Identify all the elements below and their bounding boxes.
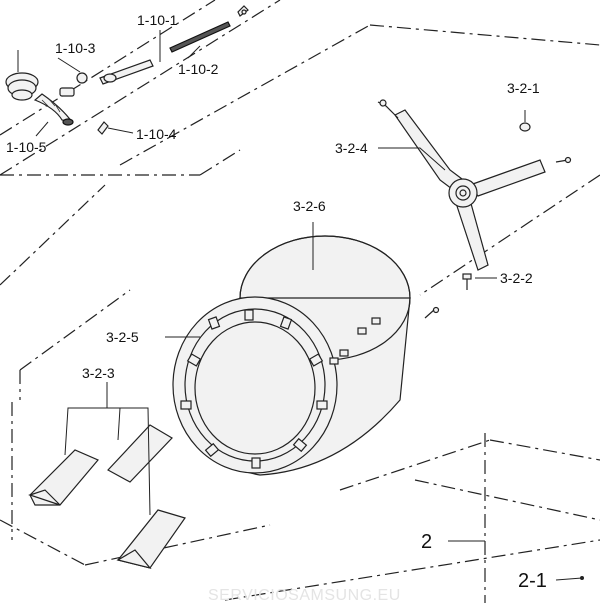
part-labels: 1-10-1 1-10-2 1-10-3 1-10-4 1-10-5 3-2-1… — [6, 12, 547, 592]
label-3-2-1: 3-2-1 — [507, 80, 540, 96]
label-1-10-2: 1-10-2 — [178, 61, 219, 77]
watermark-text: SERVICIOSAMSUNG.EU — [208, 587, 401, 603]
label-2-1: 2-1 — [518, 570, 547, 592]
label-1-10-4: 1-10-4 — [136, 126, 177, 142]
label-2: 2 — [421, 531, 432, 553]
long-hose-shape — [169, 21, 231, 53]
label-3-2-4: 3-2-4 — [335, 140, 368, 156]
drum-shape — [172, 235, 411, 476]
label-1-10-5: 1-10-5 — [6, 139, 47, 155]
drum-spider-shape — [377, 99, 572, 319]
drum-lifters — [28, 424, 186, 570]
label-1-10-3: 1-10-3 — [55, 40, 96, 56]
label-3-2-6: 3-2-6 — [293, 198, 326, 214]
label-1-10-1: 1-10-1 — [137, 12, 178, 28]
lifter-middle-shape — [107, 424, 173, 483]
drain-pump-group — [5, 5, 249, 135]
leader-lines — [17, 30, 584, 581]
label-3-2-5: 3-2-5 — [106, 329, 139, 345]
drain-hose-shape — [33, 93, 74, 123]
label-3-2-3: 3-2-3 — [82, 365, 115, 381]
label-3-2-2: 3-2-2 — [500, 270, 533, 286]
